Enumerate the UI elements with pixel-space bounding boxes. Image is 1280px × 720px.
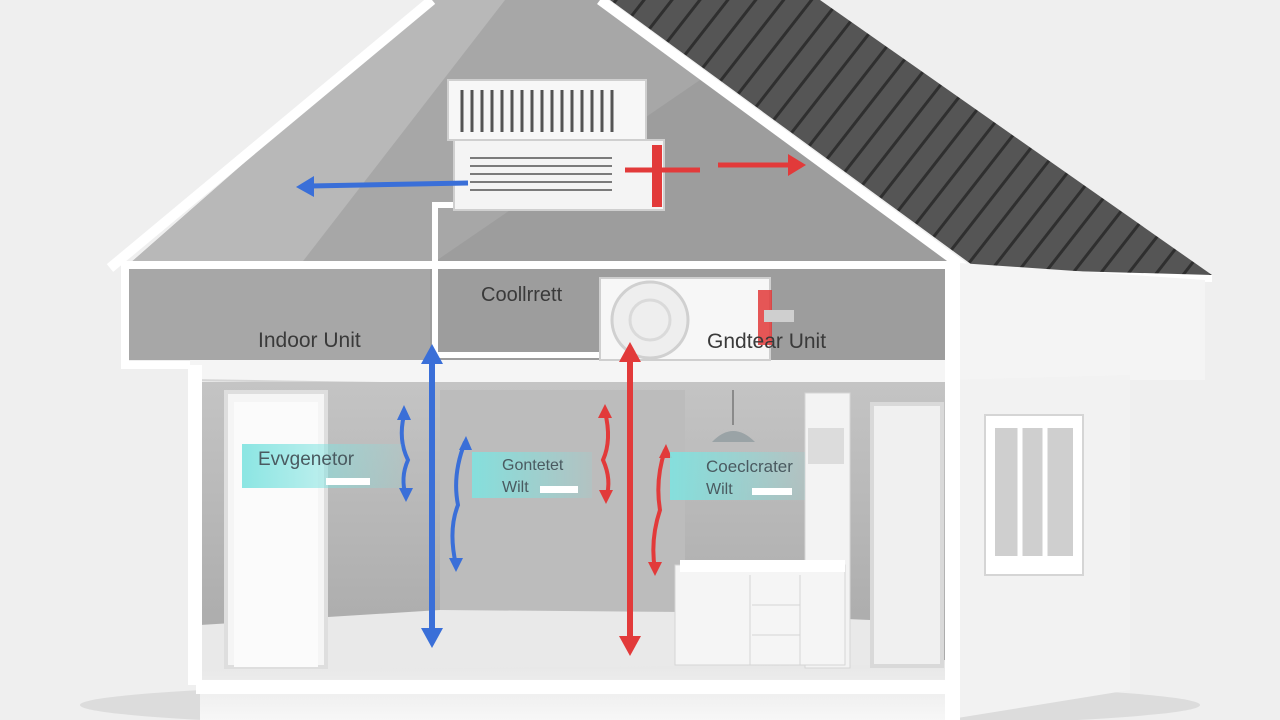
- side-window: [984, 414, 1084, 576]
- gable-trim-right: [597, 0, 968, 273]
- gable-trim-left: [106, 0, 436, 272]
- side-wall-upper: [945, 262, 1205, 380]
- pendant-lamp-icon: [712, 390, 755, 442]
- condenser-right-sublabel: Wilt: [706, 481, 733, 498]
- side-wall-edge: [945, 262, 960, 720]
- doorway-opening: [234, 402, 318, 667]
- front-floor-edge: [196, 680, 956, 694]
- attic-left-panel: [128, 0, 505, 265]
- evaporator-tag-bar: [326, 478, 370, 485]
- condenser-left-sublabel: Wilt: [502, 479, 529, 496]
- evaporator-tag: [242, 444, 402, 488]
- refrigerant-pipe: [432, 202, 455, 355]
- hot-airflow-arrows: [598, 154, 806, 656]
- condenser-right-label: Coeclcrater: [706, 457, 793, 476]
- cold-airflow-arrows: [296, 176, 472, 648]
- condenser-left-tag-bar: [540, 486, 578, 493]
- condenser-right-tag-bar: [752, 488, 792, 495]
- doorway-right: [870, 402, 944, 668]
- room-center-wall: [440, 390, 685, 625]
- evaporator-label: Evvgenetor: [258, 449, 355, 470]
- attic-right-panel: [430, 80, 950, 360]
- kitchen-cabinets: [674, 392, 851, 669]
- left-wall-edge: [188, 365, 202, 685]
- roof: [610, 0, 1212, 278]
- outdoor-unit-label: Gndtear Unit: [707, 330, 826, 353]
- indoor-unit-label: Indoor Unit: [258, 329, 361, 352]
- condenser-left-label: Gontetet: [502, 457, 564, 474]
- wall-air-conditioner-icon: [447, 79, 665, 211]
- coolant-label: Coollrrett: [481, 284, 563, 306]
